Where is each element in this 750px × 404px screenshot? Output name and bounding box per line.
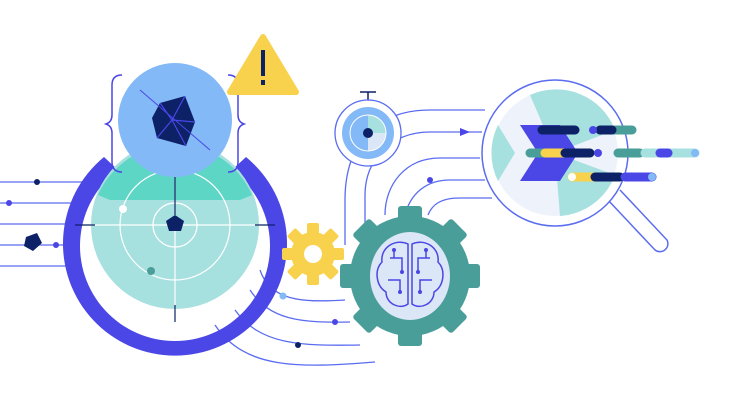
small-polyhedron-icon [24,233,42,251]
warning-icon [227,34,299,95]
gear-icon [282,223,344,285]
polyhedron-icon [118,63,232,177]
stopwatch-icon [334,91,402,167]
input-lines [0,181,95,267]
brain-gear-icon [340,206,480,346]
magnifier-icon [481,79,669,253]
data-bars-icon [525,125,700,182]
connector-lines [214,109,492,366]
